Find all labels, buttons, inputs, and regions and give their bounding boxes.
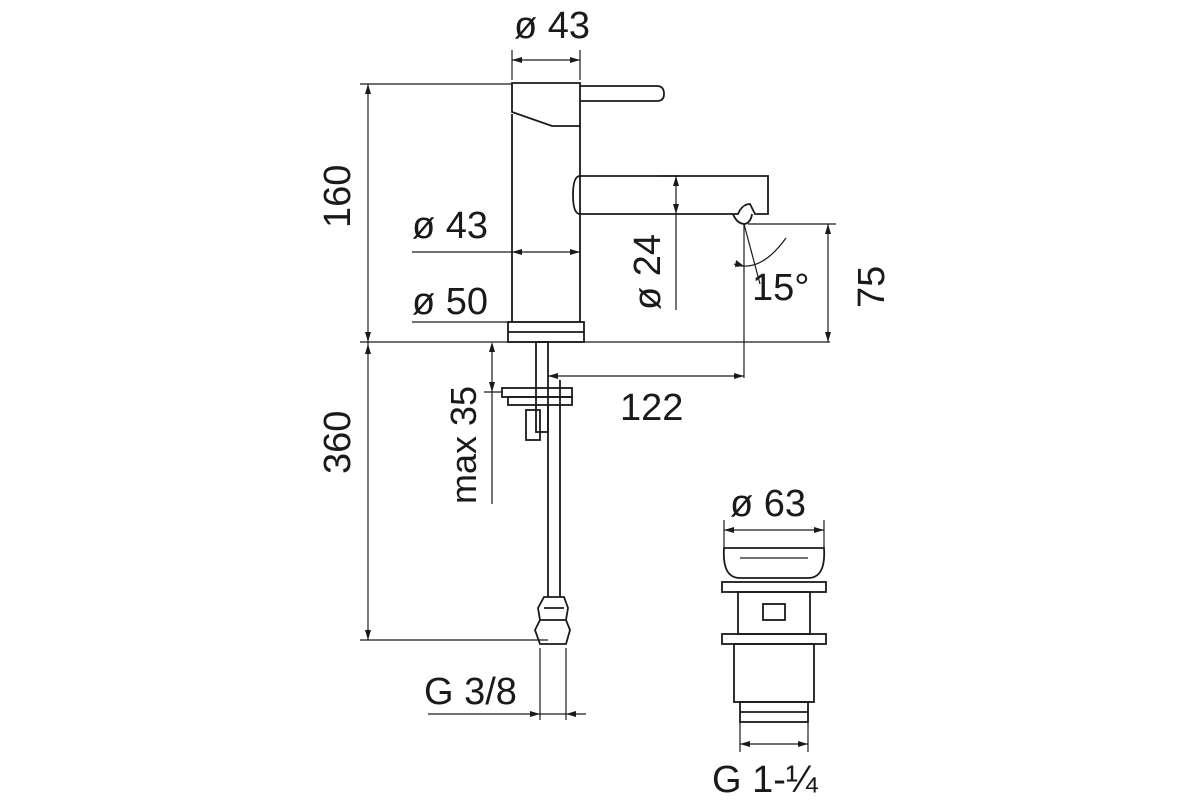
dimension-labels: ø 43 ø 43 ø 50 160 ø 24 15° 75 122 max 3… bbox=[317, 5, 893, 800]
body-diameter-label: ø 43 bbox=[412, 205, 488, 247]
flex-hose bbox=[547, 380, 561, 597]
base-diameter-label: ø 50 bbox=[412, 281, 488, 323]
tilt-angle-label: 15° bbox=[752, 267, 809, 309]
under-deck-fixings bbox=[501, 341, 573, 645]
hose-length-label: 360 bbox=[317, 411, 359, 474]
total-height-label: 160 bbox=[317, 165, 359, 228]
hose-fitting bbox=[534, 596, 571, 645]
dimension-lines bbox=[360, 50, 836, 752]
handle-lever bbox=[580, 85, 665, 102]
fixing-washer bbox=[501, 387, 573, 398]
threaded-stem bbox=[535, 341, 549, 433]
waste-cap bbox=[722, 547, 826, 579]
waste-diameter-label: ø 63 bbox=[730, 483, 806, 525]
spout-reach-label: 122 bbox=[620, 387, 683, 429]
pop-up-waste bbox=[721, 547, 827, 723]
fixing-block bbox=[525, 409, 541, 441]
max-deck-thickness-label: max 35 bbox=[443, 386, 484, 504]
overflow-slot bbox=[762, 603, 786, 621]
waste-body-lower bbox=[733, 643, 815, 703]
waste-washer bbox=[721, 633, 827, 645]
fixing-nut bbox=[507, 396, 573, 406]
spout-aerator bbox=[732, 213, 753, 225]
spout-diameter-label: ø 24 bbox=[627, 234, 669, 310]
handle-cap bbox=[511, 82, 581, 127]
handle-diameter-label: ø 43 bbox=[514, 5, 590, 47]
waste-collar bbox=[721, 581, 827, 593]
tap-body bbox=[511, 114, 581, 322]
spout-height-label: 75 bbox=[851, 266, 893, 308]
waste-thread-label: G 1-¼ bbox=[712, 759, 819, 800]
waste-body-upper bbox=[737, 591, 811, 635]
hose-connection-label: G 3/8 bbox=[424, 671, 517, 713]
tap-spout bbox=[572, 175, 769, 215]
